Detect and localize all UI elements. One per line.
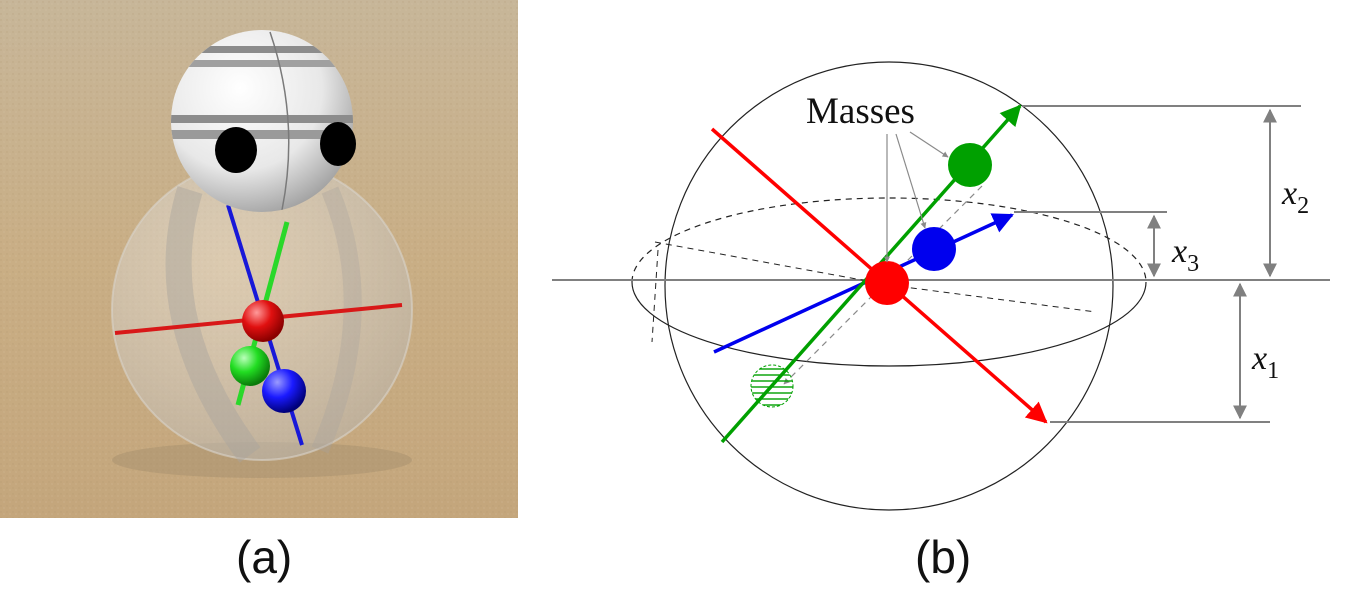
- head-stripe: [171, 115, 353, 123]
- sphere-outline: [664, 61, 1114, 511]
- head-meridian: [269, 31, 290, 211]
- caption-b: (b): [915, 531, 972, 583]
- head-stripe: [171, 46, 353, 53]
- equator-back: [631, 197, 1147, 283]
- x3-label: x3: [1171, 233, 1199, 277]
- caption-a: (a): [236, 531, 293, 583]
- robot-render: [0, 0, 518, 518]
- masses-label: Masses: [806, 91, 915, 132]
- robot-eye-left: [215, 127, 257, 173]
- panel-b-schematic: Masses x2 x3 x1: [540, 0, 1367, 520]
- panel-a-render: [0, 0, 518, 518]
- equator-front: [631, 281, 1147, 367]
- red-mass: [865, 261, 909, 305]
- head-stripe: [171, 130, 353, 139]
- hidden-axis-dashed: [654, 241, 890, 286]
- x1-label: x1: [1251, 340, 1279, 384]
- head-stripe: [171, 60, 353, 67]
- green-mass-ball: [230, 346, 270, 386]
- masses-pointer-green: [909, 131, 949, 158]
- blue-mass: [912, 227, 956, 271]
- hidden-axis-dashed: [651, 249, 659, 343]
- robot-eye-right: [320, 122, 356, 166]
- hidden-axis-dashed: [888, 284, 1097, 313]
- shell-band: [311, 186, 362, 454]
- green-mass: [948, 143, 992, 187]
- schematic-diagram: Masses x2 x3 x1: [552, 61, 1330, 511]
- masses-pointer-blue: [895, 133, 927, 229]
- x2-label: x2: [1281, 175, 1309, 219]
- projection-dashed-arrow: [783, 185, 983, 385]
- blue-mass-ball: [262, 369, 306, 413]
- shell-band: [165, 186, 261, 463]
- red-mass-ball: [242, 300, 284, 342]
